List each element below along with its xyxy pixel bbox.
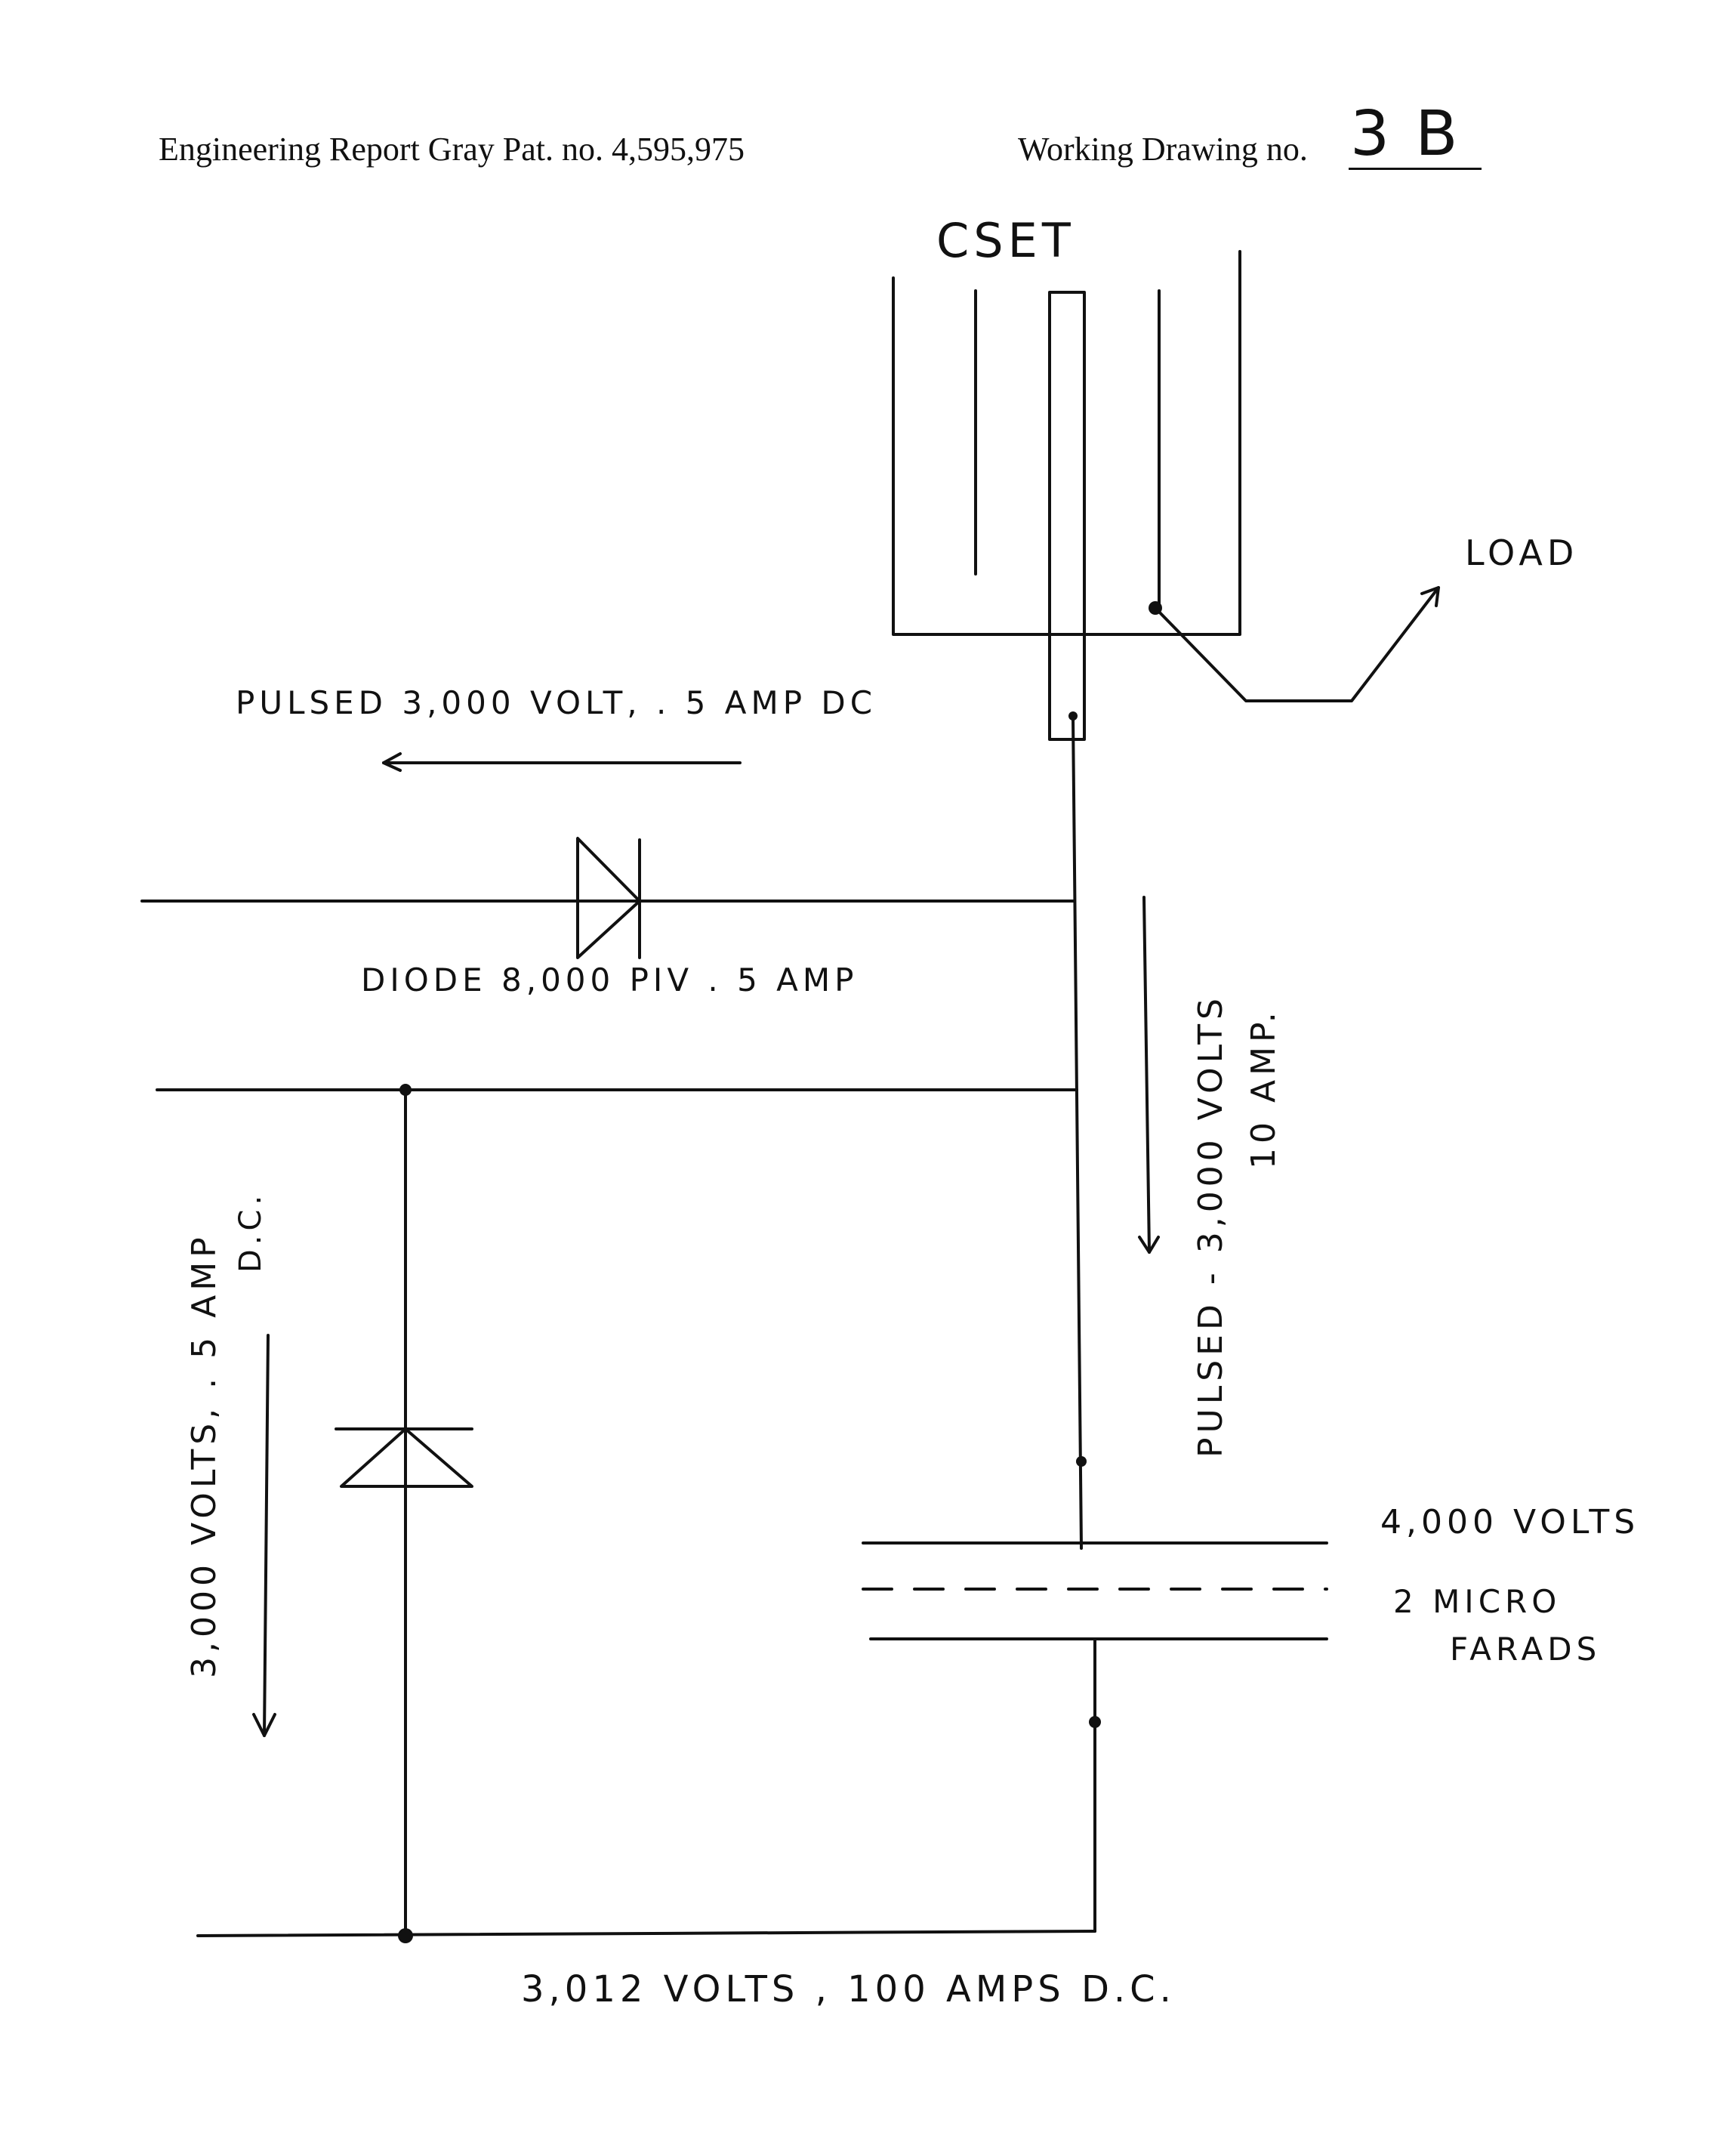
cset-junction-dot xyxy=(1068,711,1078,721)
load-wire xyxy=(1154,586,1440,702)
load-label: LOAD xyxy=(1465,532,1578,573)
pulsed-output-label: PULSED 3,000 VOLT, . 5 AMP DC xyxy=(236,684,877,721)
pulsed-current-arrow-shaft xyxy=(1142,896,1151,1254)
bottom-wire xyxy=(196,1930,1096,1937)
report-title: Engineering Report Gray Pat. no. 4,595,9… xyxy=(159,131,745,168)
cset-outer-shell xyxy=(892,250,1241,636)
pulsed-current-arrowhead xyxy=(1138,1236,1160,1254)
bottom-supply-label: 3,012 VOLTS , 100 AMPS D.C. xyxy=(521,1968,1176,2011)
diode-rating-label: DIODE 8,000 PIV . 5 AMP xyxy=(361,961,858,998)
diode-symbol-horizontal xyxy=(576,837,641,959)
junction-dots xyxy=(398,601,1162,1943)
drawing-number-label: Working Drawing no. xyxy=(1018,131,1308,168)
main-vertical-wire xyxy=(1072,716,1083,1550)
bottom-left-junction-dot xyxy=(398,1928,413,1943)
capacitor-unit-label: FARADS xyxy=(1450,1631,1601,1668)
load-arrow xyxy=(1420,586,1440,607)
pulsed-current-amps-label: 10 AMP. xyxy=(1244,1008,1283,1169)
drawing-number-underline xyxy=(1349,168,1482,170)
upper-left-junction-dot xyxy=(399,1084,412,1096)
load-junction-dot xyxy=(1149,601,1162,615)
drawing-number: 3 B xyxy=(1350,98,1461,170)
cset-label: CSET xyxy=(936,213,1075,268)
cset-tube xyxy=(892,250,1241,741)
left-supply-arrow-shaft xyxy=(263,1334,270,1737)
left-supply-arrowhead xyxy=(252,1713,276,1737)
mid-junction-dot xyxy=(1076,1456,1087,1467)
left-supply-label: 3,000 VOLTS, . 5 AMP xyxy=(185,1233,224,1678)
capacitor-voltage-label: 4,000 VOLTS xyxy=(1380,1503,1639,1541)
diode-symbol-vertical xyxy=(335,1427,473,1488)
capacitor-junction-dot xyxy=(1089,1716,1101,1728)
cset-center-anode xyxy=(1048,291,1086,741)
left-supply-dc-label: D.C. xyxy=(233,1191,268,1273)
pulsed-output-arrowhead xyxy=(382,752,402,772)
capacitor-value-label: 2 MICRO xyxy=(1393,1583,1561,1620)
pulsed-current-label: PULSED - 3,000 VOLTS xyxy=(1192,994,1230,1458)
capacitor xyxy=(862,1541,1328,1640)
